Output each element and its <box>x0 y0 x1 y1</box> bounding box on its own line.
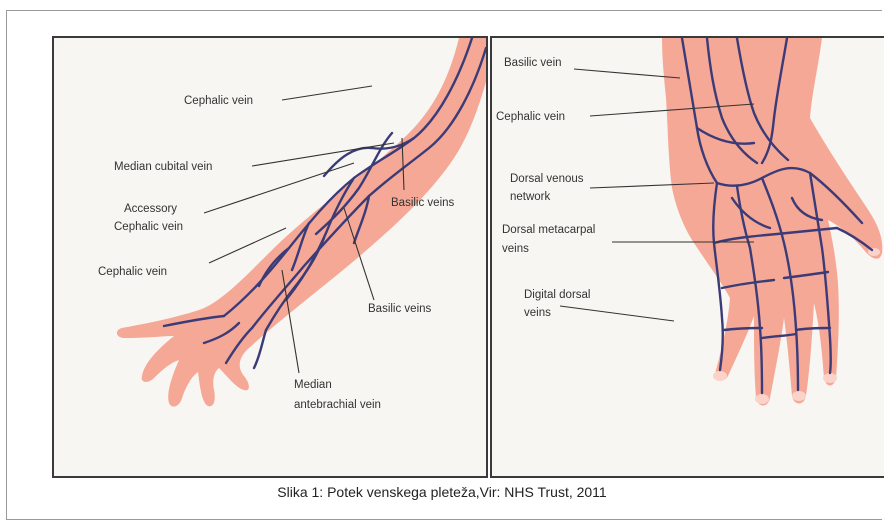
label-cephalic-vein-lower: Cephalic vein <box>98 266 167 278</box>
label-basilic-veins-upper: Basilic veins <box>391 197 455 209</box>
arm-veins-panel: Cephalic vein Median cubital vein Access… <box>52 36 488 478</box>
label-dorsal-venous-network-2: network <box>510 191 551 203</box>
nail-2 <box>755 394 769 404</box>
figure-caption: Slika 1: Potek venskega pleteža,Vir: NHS… <box>0 484 884 500</box>
label-accessory-cephalic-vein-2: Cephalic vein <box>114 221 183 233</box>
label-basilic-veins-lower: Basilic veins <box>368 303 432 315</box>
nail-4 <box>823 373 837 383</box>
label-dorsal-metacarpal-veins-2: veins <box>502 243 529 255</box>
label-cephalic-vein: Cephalic vein <box>496 111 565 123</box>
label-digital-dorsal-veins-2: veins <box>524 307 551 319</box>
label-digital-dorsal-veins-1: Digital dorsal <box>524 289 590 301</box>
label-median-antebrachial-1: Median <box>294 379 332 391</box>
hand-illustration: Basilic vein Cephalic vein Dorsal venous… <box>492 38 884 478</box>
nail-3 <box>792 391 806 401</box>
label-cephalic-vein-top: Cephalic vein <box>184 95 253 107</box>
label-median-antebrachial-2: antebrachial vein <box>294 399 381 411</box>
hand-skin <box>662 38 882 406</box>
label-basilic-vein: Basilic vein <box>504 57 562 69</box>
arm-illustration: Cephalic vein Median cubital vein Access… <box>54 38 488 478</box>
label-dorsal-metacarpal-veins-1: Dorsal metacarpal <box>502 224 595 236</box>
hand-veins-panel: Basilic vein Cephalic vein Dorsal venous… <box>490 36 884 478</box>
label-dorsal-venous-network-1: Dorsal venous <box>510 173 584 185</box>
label-median-cubital-vein: Median cubital vein <box>114 161 212 173</box>
label-accessory-cephalic-vein-1: Accessory <box>124 203 177 215</box>
nail-1 <box>713 371 727 381</box>
